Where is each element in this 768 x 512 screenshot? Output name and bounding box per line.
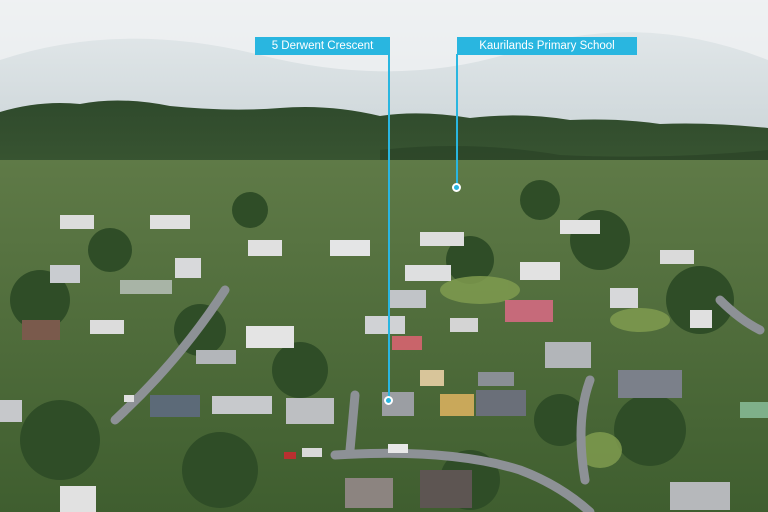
callout-line-derwent-crescent <box>388 54 390 398</box>
callout-label-derwent-crescent: 5 Derwent Crescent <box>255 37 390 55</box>
callout-marker-derwent-crescent <box>384 396 393 405</box>
house-roofs <box>0 215 768 512</box>
roads <box>110 285 765 512</box>
parked-cars <box>124 395 408 459</box>
callout-line-kaurilands-primary-school <box>456 54 458 186</box>
lawns <box>440 276 670 468</box>
callout-label-kaurilands-primary-school: Kaurilands Primary School <box>457 37 637 55</box>
callout-marker-kaurilands-primary-school <box>452 183 461 192</box>
cloud <box>0 0 768 72</box>
